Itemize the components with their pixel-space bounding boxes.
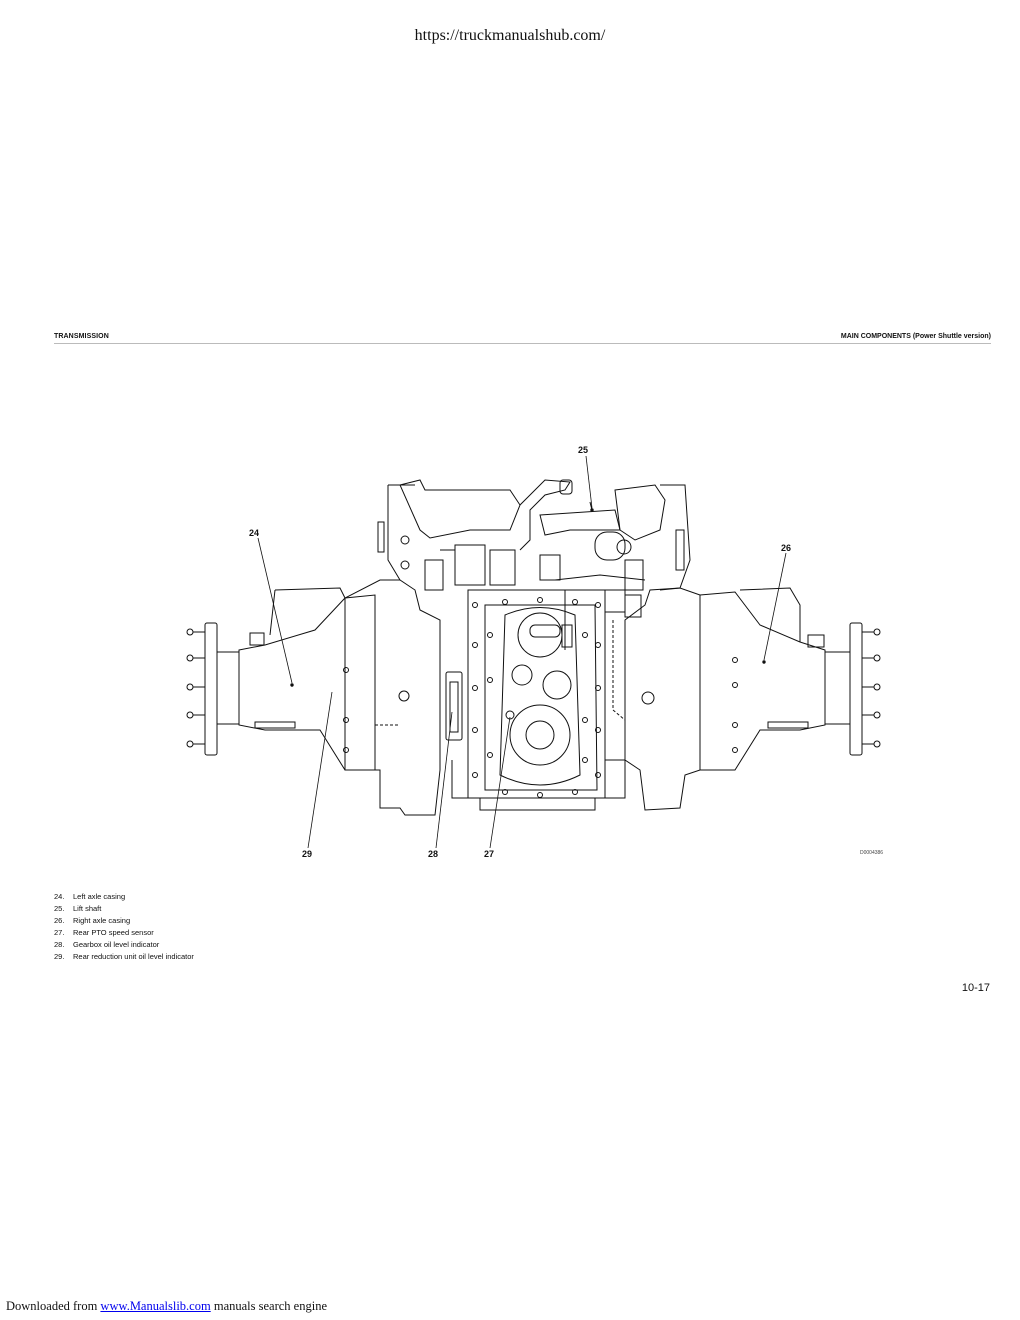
- callout-29: 29: [302, 849, 312, 859]
- header-section: TRANSMISSION: [54, 333, 109, 340]
- callout-28: 28: [428, 849, 438, 859]
- legend-item: 26.Right axle casing: [54, 916, 131, 925]
- callout-25: 25: [578, 445, 588, 455]
- callout-24: 24: [249, 528, 259, 538]
- transmission-diagram: 25 24 26 29 28 27 D0004386: [186, 445, 883, 859]
- callout-26: 26: [781, 543, 791, 553]
- source-url: https://truckmanualshub.com/: [414, 27, 606, 44]
- parts-legend: 24.Left axle casing 25.Lift shaft 26.Rig…: [54, 891, 194, 963]
- footer-prefix: Downloaded from: [6, 1299, 98, 1313]
- right-axle-casing: [699, 587, 826, 771]
- footer-suffix: manuals search engine: [213, 1299, 327, 1313]
- header-divider: [54, 343, 991, 344]
- left-wheel-hub: [186, 622, 240, 756]
- header-subsection: MAIN COMPONENTS (Power Shuttle version): [840, 333, 991, 340]
- callout-27: 27: [484, 849, 494, 859]
- left-center-housing: [343, 484, 441, 816]
- cover-bolts: [472, 597, 601, 798]
- valve-block: [424, 544, 646, 650]
- lift-shaft-assembly: [399, 479, 691, 591]
- left-axle-casing: [238, 587, 376, 771]
- page-number: 10-17: [961, 982, 990, 994]
- download-footer: Downloaded from www.Manualslib.com manua…: [6, 1299, 327, 1314]
- gearbox-cover-plate: [451, 589, 626, 811]
- right-center-housing: [612, 587, 701, 811]
- gearbox-oil-level-sight-glass: [445, 671, 463, 741]
- right-wheel-hub: [824, 622, 881, 756]
- legend-item: 24.Left axle casing: [54, 892, 126, 901]
- legend-item: 29.Rear reduction unit oil level indicat…: [54, 952, 194, 961]
- drawing-code: D0004386: [860, 850, 883, 856]
- legend-item: 27.Rear PTO speed sensor: [54, 928, 154, 937]
- leader-lines: [257, 455, 787, 849]
- manualslib-link[interactable]: www.Manualslib.com: [100, 1299, 211, 1313]
- legend-item: 25.Lift shaft: [54, 904, 102, 913]
- legend-item: 28.Gearbox oil level indicator: [54, 940, 160, 949]
